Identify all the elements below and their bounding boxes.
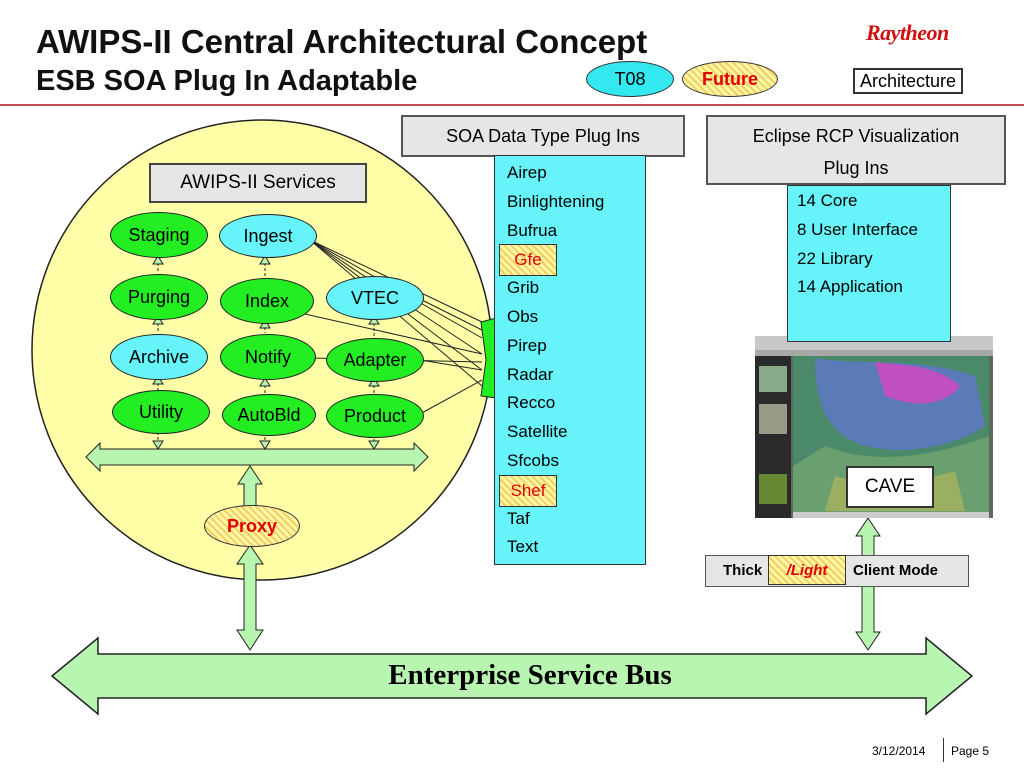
rcp-header-line2: Plug Ins [823,158,889,178]
soa-plugin-item: Shef [499,474,557,507]
raytheon-logo: Raytheon [866,20,949,45]
footer-divider [943,738,944,762]
soa-plugin-item: Obs [507,307,539,326]
soa-plugin-item: Satellite [507,422,568,442]
internal-bus-arrow [85,441,429,473]
soa-plug-connector [480,317,497,399]
soa-plugin-item: Radar [507,364,554,384]
page-title: AWIPS-II Central Architectural Concept [36,23,648,60]
proxy-node: Proxy [204,505,300,547]
soa-plugin-item: Binlightening [507,191,605,211]
soa-plugin-item: Recco [507,393,556,413]
esb-label: Enterprise Service Bus [388,659,672,691]
soa-plugin-item: Sfcobs [507,451,559,470]
rcp-item: 22 Library [797,249,873,268]
service-utility: Utility [112,390,210,434]
soa-plugin-item: Airep [507,163,547,182]
service-ingest: Ingest [219,214,317,258]
footer-date: 3/12/2014 [872,744,926,758]
client-mode-light: /Light [768,555,846,585]
cave-label: CAVE [846,466,934,508]
client-mode-suffix: Client Mode [853,562,938,579]
client-mode-thick: Thick [723,562,763,579]
rcp-plugins-header: Eclipse RCP Visualization Plug Ins [706,115,1006,185]
soa-plugin-item: Bufrua [507,220,558,240]
tag-t08: T08 [586,61,674,97]
footer-page-number: Page 5 [951,744,990,758]
tag-architecture: Architecture [853,68,964,94]
rcp-header-line1: Eclipse RCP Visualization [752,126,960,146]
service-archive: Archive [110,334,208,380]
title-divider [0,104,1024,106]
service-autobld: AutoBld [222,394,316,436]
rcp-item: 14 Core [797,191,858,210]
service-notify: Notify [220,334,316,380]
service-staging: Staging [110,212,208,258]
enterprise-service-bus-arrow [50,636,974,716]
rcp-item: 8 User Interface [797,220,918,239]
service-adapter: Adapter [326,338,424,382]
soa-plugin-item: Taf [507,508,530,528]
service-index: Index [220,278,314,324]
services-label: AWIPS-II Services [149,163,367,203]
service-product: Product [326,394,424,438]
soa-plugin-item: Gfe [499,244,557,277]
proxy-bus-arrow [236,544,264,651]
rcp-item: 14 Application [797,277,903,296]
soa-plugin-item: Pirep [507,335,547,355]
soa-plugin-item: Text [507,537,539,557]
service-purging: Purging [110,274,208,320]
page-subtitle: ESB SOA Plug In Adaptable [36,65,418,97]
service-vtec: VTEC [326,276,424,320]
soa-plugins-header: SOA Data Type Plug Ins [401,115,685,157]
soa-plugin-item: Grib [507,278,540,298]
rcp-plugins-list: 14 Core 8 User Interface 22 Library 14 A… [787,185,951,342]
tag-future: Future [682,61,778,97]
